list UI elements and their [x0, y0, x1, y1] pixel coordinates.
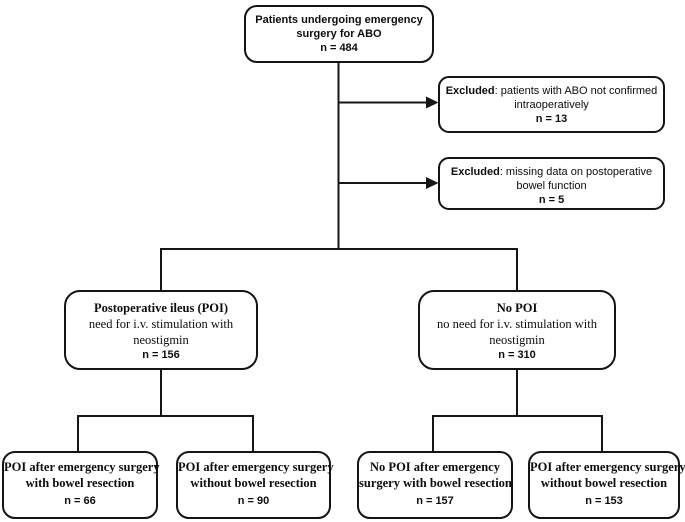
node-no-poi: No POI no need for i.v. stimulation with…: [418, 290, 616, 370]
excluded-reason: : patients with ABO not confirmed: [494, 85, 658, 97]
node-excluded-abo-not-confirmed: Excluded: patients with ABO not confirme…: [438, 76, 665, 133]
text-line: need for i.v. stimulation with: [88, 317, 234, 331]
text-line: Excluded: missing data on postoperative: [440, 165, 663, 179]
node-no-poi-title: No POI: [496, 301, 538, 315]
connector-main-split: [160, 248, 518, 290]
connector-nopoi-split: [432, 415, 603, 451]
node-poi-with-resection: POI after emergency surgery with bowel r…: [2, 451, 160, 519]
node-excluded-abo-count: n = 13: [535, 113, 568, 126]
node-no-poi-with-resection-count: n = 157: [416, 494, 454, 507]
text-line: POI after emergency surgery: [178, 460, 334, 474]
node-no-poi-count: n = 310: [498, 349, 536, 361]
text-line: neostigmin: [489, 333, 545, 347]
connector-poi-split: [77, 415, 254, 451]
text-line: no need for i.v. stimulation with: [437, 317, 597, 331]
node-poi-with-resection-text: POI after emergency surgery with bowel r…: [4, 453, 160, 491]
text-line: Patients undergoing emergency: [255, 14, 423, 26]
node-no-poi-with-resection: No POI after emergency surgery with bowe…: [357, 451, 513, 519]
excluded-reason: : missing data on postoperative: [499, 166, 653, 178]
node-poi: Postoperative ileus (POI) need for i.v. …: [64, 290, 258, 370]
text-line: POI after emergency surgery: [530, 460, 685, 474]
node-poi-without-resection-right-text: POI after emergency surgery without bowe…: [530, 453, 685, 491]
node-poi-text: Postoperative ileus (POI) need for i.v. …: [66, 292, 256, 348]
node-poi-title: Postoperative ileus (POI): [93, 301, 228, 315]
node-no-poi-text: No POI no need for i.v. stimulation with…: [420, 292, 614, 348]
text-line: without bowel resection: [190, 476, 317, 490]
excluded-label: Excluded: [450, 166, 500, 178]
text-line: without bowel resection: [540, 476, 668, 490]
node-poi-without-resection-right-count: n = 153: [585, 494, 623, 507]
node-excluded-missing-text: Excluded: missing data on postoperative …: [440, 159, 663, 193]
text-line: neostigmin: [133, 333, 189, 347]
node-patients-total-count: n = 484: [320, 42, 358, 55]
text-line: bowel function: [516, 180, 587, 193]
text-line: intraoperatively: [514, 99, 589, 112]
node-patients-total: Patients undergoing emergency surgery fo…: [244, 5, 434, 63]
node-poi-without-resection-right: POI after emergency surgery without bowe…: [528, 451, 685, 519]
text-line: surgery with bowel resection: [359, 476, 512, 490]
node-excluded-abo-text: Excluded: patients with ABO not confirme…: [440, 78, 663, 112]
text-line: Excluded: patients with ABO not confirme…: [440, 84, 663, 98]
excluded-label: Excluded: [445, 85, 495, 97]
node-excluded-missing-data: Excluded: missing data on postoperative …: [438, 157, 665, 210]
node-poi-with-resection-count: n = 66: [64, 494, 96, 507]
node-excluded-missing-count: n = 5: [538, 194, 565, 207]
node-poi-without-resection-text: POI after emergency surgery without bowe…: [178, 453, 334, 491]
text-line: with bowel resection: [25, 476, 135, 490]
node-poi-without-resection-count: n = 90: [237, 494, 270, 507]
node-poi-count: n = 156: [142, 349, 180, 361]
text-line: surgery for ABO: [296, 28, 382, 41]
node-patients-total-text: Patients undergoing emergency surgery fo…: [246, 7, 432, 41]
text-line: No POI after emergency: [370, 460, 500, 474]
text-line: POI after emergency surgery: [4, 460, 160, 474]
arrowhead-excluded-1: [426, 96, 439, 109]
node-no-poi-with-resection-text: No POI after emergency surgery with bowe…: [359, 453, 512, 491]
node-poi-without-resection: POI after emergency surgery without bowe…: [176, 451, 334, 519]
arrowhead-excluded-2: [426, 177, 439, 189]
